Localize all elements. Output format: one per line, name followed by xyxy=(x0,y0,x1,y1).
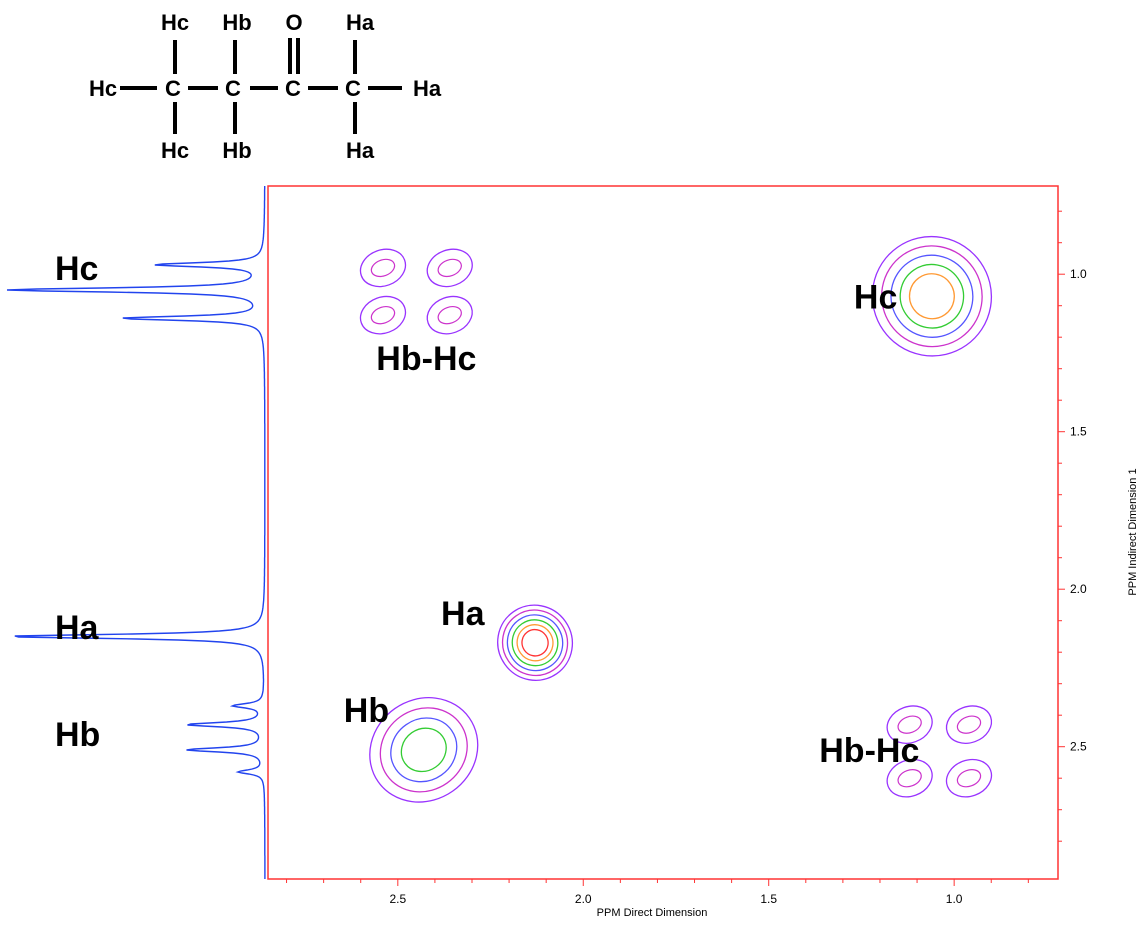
atom-hc-top: Hc xyxy=(161,10,189,35)
atom-ha-right: Ha xyxy=(413,76,442,101)
atom-c1: C xyxy=(165,76,181,101)
atom-hb-top: Hb xyxy=(222,10,251,35)
atom-hc-left: Hc xyxy=(89,76,117,101)
peak-label-hb-hc: Hb-Hc xyxy=(376,340,476,378)
contour-hc-level-5 xyxy=(908,273,955,320)
projection-label-hc: Hc xyxy=(55,250,98,288)
peak-label-ha: Ha xyxy=(441,595,486,633)
cross-peak-3-1-inner xyxy=(437,258,462,278)
contour-ha-level-4 xyxy=(511,619,559,667)
cross-peak-4-0-outer xyxy=(886,705,933,744)
x-tick-label: 1.5 xyxy=(760,892,777,906)
y-tick-label: 1.5 xyxy=(1070,425,1087,439)
cross-peak-4-3-inner xyxy=(956,769,982,788)
cross-peak-3-1-outer xyxy=(426,248,473,288)
cross-peak-4-2-inner xyxy=(897,769,922,788)
projection-layer xyxy=(6,186,266,879)
contour-hb-level-4 xyxy=(400,727,447,773)
atom-o: O xyxy=(285,10,302,35)
cross-peak-3-2-inner xyxy=(370,305,396,325)
cross-peak-4-3-outer xyxy=(945,758,993,798)
atom-c2: C xyxy=(225,76,241,101)
contour-hc-level-2 xyxy=(881,245,983,348)
x-tick-label: 2.0 xyxy=(575,892,592,906)
y-axis-title: PPM Indirect Dimension 1 xyxy=(1127,468,1139,595)
x-axis-title: PPM Direct Dimension xyxy=(597,907,708,919)
axes-layer: 2.5 2.0 1.5 1.0 1.0 1.5 2.0 2.5 xyxy=(286,210,1087,906)
atom-c3: C xyxy=(285,76,301,101)
contour-ha-level-1 xyxy=(497,604,574,681)
atom-hc-bottom: Hc xyxy=(161,138,189,163)
cross-peak-4-1-inner xyxy=(956,715,982,734)
cross-peak-3-3-outer xyxy=(426,295,473,335)
cross-peak-4-2-outer xyxy=(886,758,933,798)
cross-peak-3-2-outer xyxy=(359,295,407,335)
contour-layer xyxy=(359,235,993,803)
atom-ha-top: Ha xyxy=(346,10,375,35)
projection-label-ha: Ha xyxy=(55,609,100,647)
contour-hb-level-2 xyxy=(379,707,468,793)
projection-spectrum-trace xyxy=(6,186,266,879)
y-tick-label: 2.0 xyxy=(1070,582,1087,596)
atom-ha-bottom: Ha xyxy=(346,138,375,163)
plot-frame xyxy=(267,185,1059,880)
contour-hc-level-1 xyxy=(871,235,993,357)
contour-ha-level-5 xyxy=(516,624,554,662)
cross-peak-4-1-outer xyxy=(945,705,993,744)
contour-hb-level-1 xyxy=(369,697,479,803)
cross-peak-4-0-inner xyxy=(897,715,922,734)
cross-peak-3-3-inner xyxy=(437,305,462,325)
y-tick-label: 2.5 xyxy=(1070,740,1087,754)
contour-ha-level-6 xyxy=(521,628,549,657)
contour-hc-level-3 xyxy=(890,254,974,338)
x-tick-label: 2.5 xyxy=(389,892,406,906)
atom-hb-bottom: Hb xyxy=(222,138,251,163)
y-tick-label: 1.0 xyxy=(1070,267,1087,281)
contour-ha-level-3 xyxy=(506,614,564,672)
contour-hc-level-4 xyxy=(899,263,965,329)
projection-label-hb: Hb xyxy=(55,716,100,754)
peak-label-hc: Hc xyxy=(854,278,897,316)
molecule-structure: Hc Hc Hc C Hb Hb C O C Ha Ha Ha C xyxy=(89,10,442,163)
cross-peak-3-0-inner xyxy=(370,258,396,278)
peak-label-hb-hc: Hb-Hc xyxy=(819,732,919,770)
x-tick-label: 1.0 xyxy=(946,892,963,906)
cross-peak-3-0-outer xyxy=(359,248,407,288)
contour-hb-level-3 xyxy=(390,717,458,783)
atom-c4: C xyxy=(345,76,361,101)
peak-label-hb: Hb xyxy=(344,692,389,730)
contour-ha-level-2 xyxy=(501,609,569,677)
